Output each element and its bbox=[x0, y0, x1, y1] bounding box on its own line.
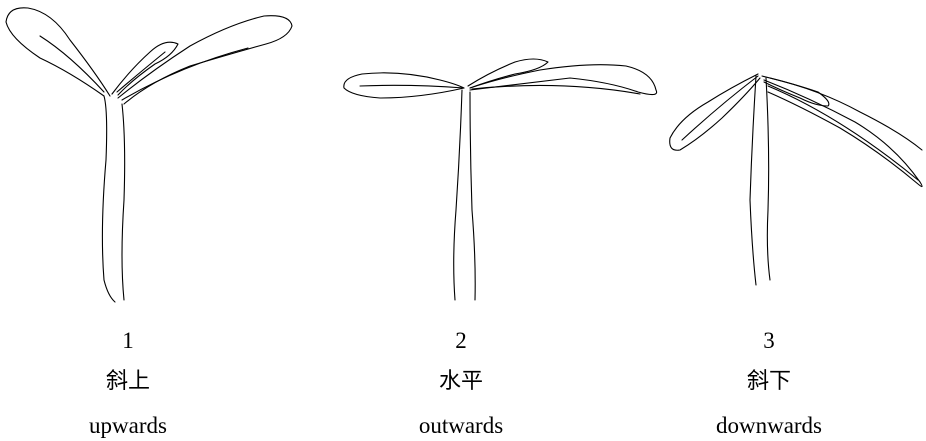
leaf-midrib bbox=[117, 52, 165, 92]
leaf-midrib bbox=[472, 85, 640, 94]
leaf-outline bbox=[770, 78, 922, 150]
panel-3-label-chinese: 斜下 bbox=[669, 371, 869, 393]
panel-2-label-english: outwards bbox=[361, 414, 561, 437]
cotyledon-small bbox=[468, 59, 548, 88]
panel-2-label-chinese: 水平 bbox=[361, 371, 561, 393]
panel-1-label-english: upwards bbox=[28, 414, 228, 437]
panel-1-label-chinese: 斜上 bbox=[28, 371, 228, 393]
stem bbox=[122, 104, 125, 300]
leaf-midrib bbox=[360, 85, 464, 88]
stem bbox=[750, 76, 756, 285]
stem bbox=[454, 90, 462, 300]
seedling-outwards-drawing bbox=[344, 59, 657, 300]
stem bbox=[470, 92, 475, 300]
cotyledon-small bbox=[762, 76, 829, 106]
panel-3-number: 3 bbox=[669, 329, 869, 352]
cotyledon-right bbox=[118, 16, 292, 104]
panel-2-number: 2 bbox=[361, 329, 561, 352]
leaf-midrib bbox=[40, 36, 104, 92]
panel-1-number: 1 bbox=[28, 329, 228, 352]
seedling-downwards-drawing bbox=[670, 74, 922, 285]
leaf-midrib bbox=[682, 76, 758, 140]
stem bbox=[102, 96, 115, 302]
cotyledon-left bbox=[6, 8, 110, 96]
seedling-upwards-drawing bbox=[6, 8, 292, 302]
panel-3-label-english: downwards bbox=[669, 414, 869, 437]
stem bbox=[766, 78, 770, 280]
